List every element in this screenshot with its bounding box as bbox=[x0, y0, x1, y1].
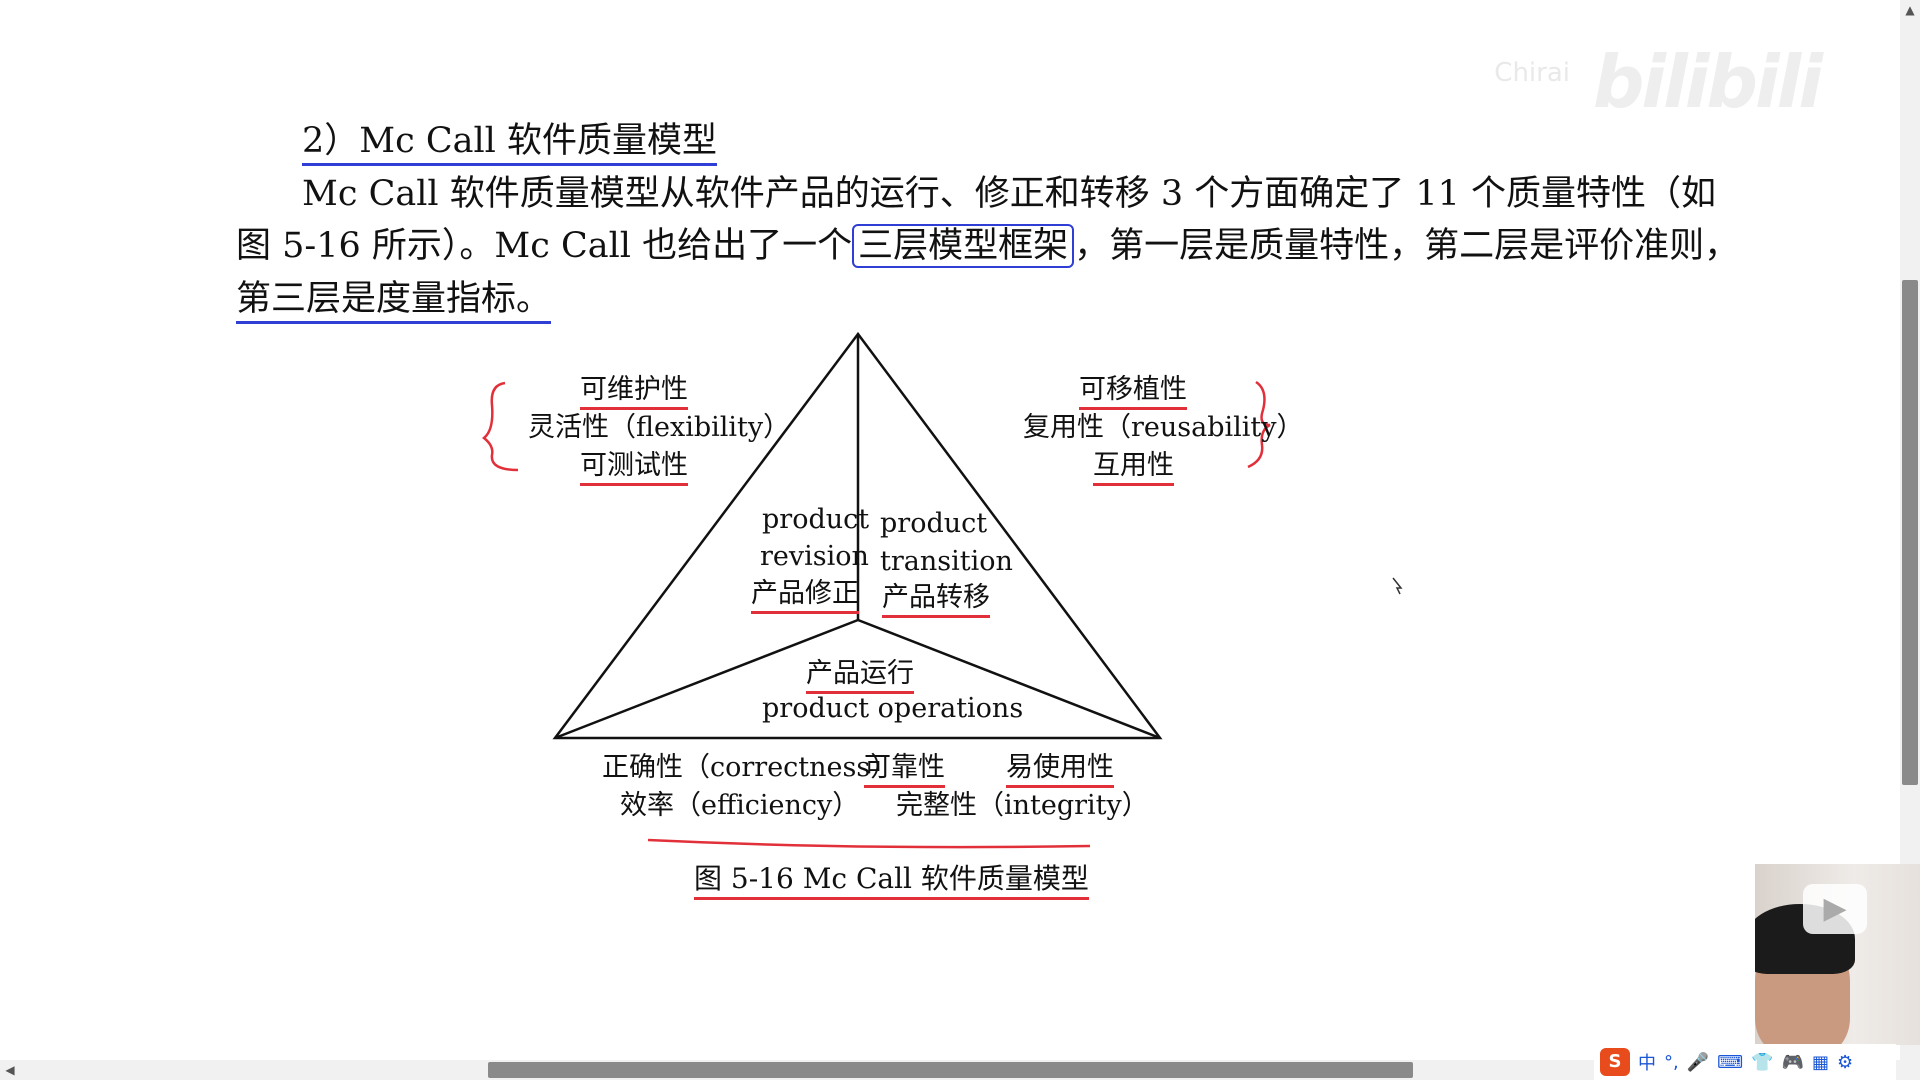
divider-right bbox=[857, 618, 1161, 740]
figure-caption: 图 5-16 Mc Call 软件质量模型 bbox=[694, 862, 1089, 900]
bilibili-logo: bilibili bbox=[1592, 40, 1823, 124]
operations-label-1: 产品运行 bbox=[806, 658, 914, 694]
paragraph-line-3: 第三层是度量指标。 bbox=[236, 279, 552, 324]
punctuation-icon[interactable]: °, bbox=[1664, 1051, 1679, 1073]
revision-label-2: revision bbox=[760, 541, 869, 572]
right-label-3: 互用性 bbox=[1093, 450, 1174, 486]
scroll-up-icon[interactable]: ▲ bbox=[1905, 3, 1915, 17]
horizontal-scrollbar[interactable]: ◀ bbox=[0, 1060, 1920, 1080]
transition-label-2: transition bbox=[880, 546, 1013, 577]
vertical-scroll-thumb[interactable] bbox=[1902, 280, 1918, 785]
watermark-uploader: Chirai bbox=[1494, 58, 1570, 88]
left-label-3: 可测试性 bbox=[580, 450, 688, 486]
settings-icon[interactable]: ⚙ bbox=[1837, 1051, 1854, 1073]
bottom-label-integrity: 完整性（integrity） bbox=[896, 790, 1149, 821]
bottom-underline bbox=[647, 838, 1091, 849]
webcam-overlay: ▶ bbox=[1755, 864, 1920, 1045]
right-label-2: 复用性（reusability） bbox=[1023, 412, 1304, 443]
keyboard-icon[interactable]: ⌨ bbox=[1717, 1051, 1744, 1073]
operations-label-2: product operations bbox=[762, 693, 1024, 724]
ime-lang[interactable]: 中 bbox=[1638, 1053, 1656, 1074]
scroll-left-icon[interactable]: ◀ bbox=[5, 1063, 15, 1077]
sogou-icon[interactable]: S bbox=[1600, 1048, 1630, 1076]
mouse-cursor-icon bbox=[1392, 577, 1403, 595]
right-label-1: 可移植性 bbox=[1079, 374, 1187, 410]
horizontal-scroll-thumb[interactable] bbox=[488, 1062, 1413, 1078]
left-label-1: 可维护性 bbox=[580, 374, 688, 410]
paragraph-line-1: Mc Call 软件质量模型从软件产品的运行、修正和转移 3 个方面确定了 11… bbox=[302, 174, 1717, 214]
revision-label-3: 产品修正 bbox=[751, 578, 859, 614]
section-heading: 2）Mc Call 软件质量模型 bbox=[302, 121, 717, 166]
revision-label-1: product bbox=[762, 504, 870, 535]
paragraph-line-2: 图 5-16 所示）。Mc Call 也给出了一个三层模型框架，第一层是质量特性… bbox=[236, 224, 1740, 268]
mic-icon[interactable]: 🎤 bbox=[1686, 1051, 1710, 1073]
transition-label-1: product bbox=[880, 508, 988, 539]
bottom-label-correctness: 正确性（correctness） bbox=[602, 752, 898, 783]
vertical-scrollbar[interactable]: ▲ bbox=[1900, 0, 1920, 1060]
document-page: Chirai bilibili 2）Mc Call 软件质量模型 Mc Call… bbox=[236, 40, 1824, 900]
triangle-outline bbox=[552, 331, 1163, 740]
bottom-label-usability: 易使用性 bbox=[1006, 752, 1114, 788]
grid-icon[interactable]: ▦ bbox=[1811, 1051, 1829, 1073]
left-brace bbox=[482, 381, 519, 472]
divider-left bbox=[554, 618, 859, 740]
bottom-label-reliability: 可靠性 bbox=[864, 752, 945, 788]
right-brace bbox=[1247, 380, 1271, 469]
left-label-2: 灵活性（flexibility） bbox=[528, 412, 791, 443]
bottom-label-efficiency: 效率（efficiency） bbox=[620, 790, 860, 821]
mccall-triangle-diagram bbox=[482, 331, 1403, 849]
play-icon[interactable]: ▶ bbox=[1803, 884, 1867, 934]
transition-label-3: 产品转移 bbox=[882, 582, 990, 618]
game-icon[interactable]: 🎮 bbox=[1781, 1051, 1804, 1073]
ime-toolbar: S 中 °, 🎤 ⌨ 👕 🎮 ▦ ⚙ bbox=[1594, 1044, 1896, 1080]
boxed-phrase: 三层模型框架 bbox=[852, 224, 1075, 268]
skin-icon[interactable]: 👕 bbox=[1751, 1051, 1774, 1073]
